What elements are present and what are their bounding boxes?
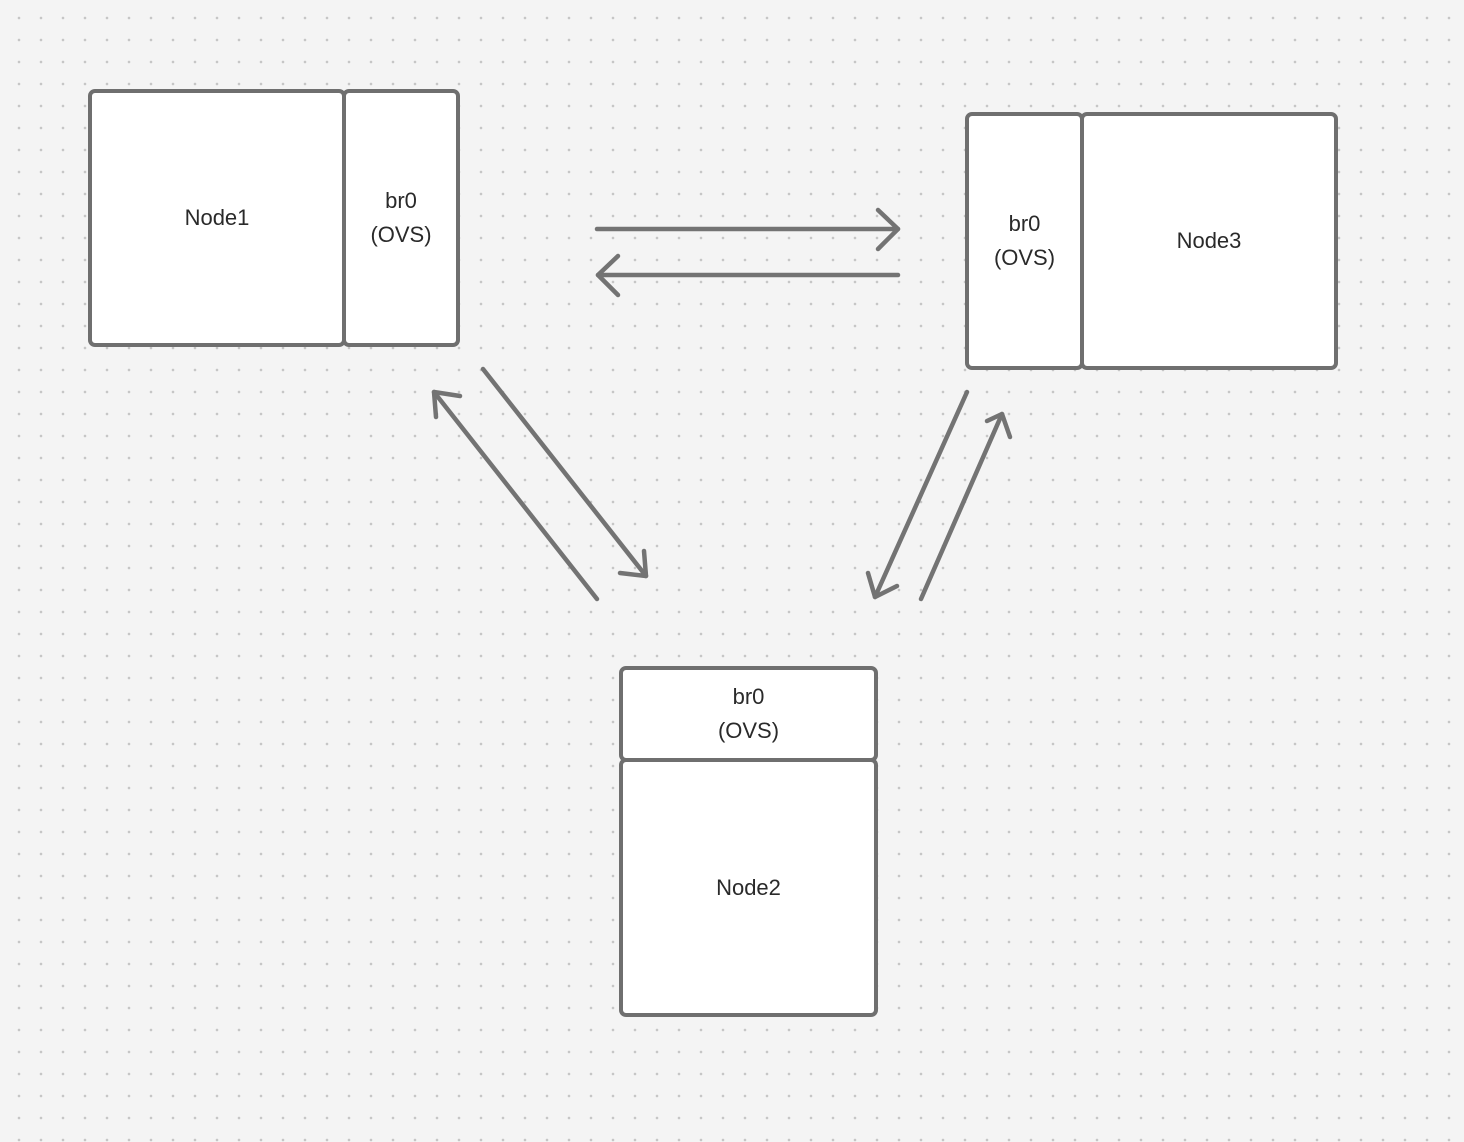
- arrow-node3-to-node2[interactable]: [865, 389, 970, 600]
- node3-label: Node3: [1176, 228, 1242, 253]
- node1-bridge-box[interactable]: br0 (OVS): [342, 89, 460, 347]
- arrow-node2-to-node1[interactable]: [431, 389, 600, 602]
- arrow-node2-to-node3[interactable]: [918, 411, 1013, 602]
- node1-label: Node1: [184, 205, 250, 230]
- node2-box[interactable]: Node2: [619, 758, 878, 1017]
- node3-bridge-label: br0 (OVS): [993, 211, 1056, 270]
- node2-label: Node2: [716, 874, 781, 900]
- node1-box[interactable]: Node1: [88, 89, 346, 347]
- node2-bridge-label: br0 (OVS): [717, 684, 780, 743]
- node1-bridge-label: br0 (OVS): [370, 188, 432, 247]
- arrow-node3-to-node1[interactable]: [595, 253, 901, 298]
- node3-box[interactable]: Node3: [1080, 112, 1338, 370]
- arrow-node1-to-node2[interactable]: [480, 366, 649, 579]
- arrow-node1-to-node3[interactable]: [594, 207, 901, 252]
- node3-bridge-box[interactable]: br0 (OVS): [965, 112, 1084, 370]
